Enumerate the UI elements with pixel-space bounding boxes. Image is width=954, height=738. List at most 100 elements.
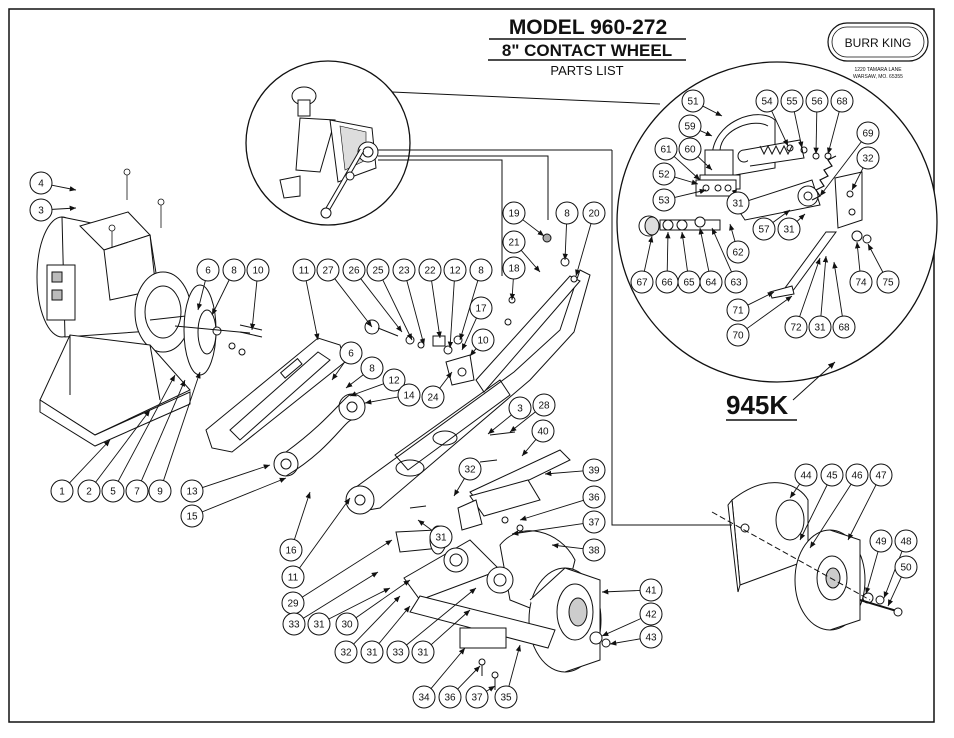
- callout-57: 57: [752, 209, 791, 241]
- title-block: MODEL 960-272 8" CONTACT WHEEL PARTS LIS…: [488, 16, 686, 78]
- callout-circle: [125, 479, 149, 503]
- callout-circle: [582, 485, 606, 509]
- callout-33: 33: [282, 571, 379, 636]
- motor-assembly: [36, 168, 263, 447]
- callout-leader: [601, 618, 642, 637]
- callout-circle: [699, 270, 723, 294]
- callout-number: 41: [645, 586, 657, 597]
- callout-number: 17: [475, 304, 487, 315]
- callout-circle: [316, 258, 340, 282]
- callout-8: 8: [345, 356, 384, 389]
- callout-leader: [430, 647, 466, 689]
- callout-number: 57: [758, 225, 770, 236]
- callout-14: 14: [364, 383, 421, 407]
- model-title: MODEL 960-272: [509, 16, 667, 39]
- brand-name: BURR KING: [845, 36, 912, 50]
- callout-circle: [808, 315, 832, 339]
- callout-leader: [562, 223, 568, 261]
- callout-number: 60: [684, 145, 696, 156]
- callout-35: 35: [494, 644, 521, 709]
- callout-leader: [487, 414, 512, 435]
- callout-leader: [544, 470, 584, 477]
- callout-leader: [431, 280, 442, 339]
- callout-leader: [643, 235, 654, 272]
- callout-10: 10: [246, 258, 270, 331]
- callout-leader: [674, 188, 707, 198]
- callout-number: 9: [157, 487, 163, 498]
- callout-number: 13: [186, 487, 198, 498]
- callout-circle: [726, 323, 750, 347]
- callout-leader: [854, 241, 861, 272]
- contact-wheel-assembly: [395, 431, 611, 690]
- callout-circle: [342, 258, 366, 282]
- callout-25: 25: [366, 258, 413, 341]
- callout-leader: [299, 497, 351, 569]
- callout-leader: [771, 110, 789, 147]
- callout-leader: [69, 439, 111, 484]
- callout-number: 71: [732, 306, 744, 317]
- brand-address-line1: 1220 TAMARA LANE: [854, 67, 902, 73]
- callout-number: 72: [790, 323, 802, 334]
- callout-circle: [392, 258, 416, 282]
- callout-number: 75: [882, 278, 894, 289]
- callout-circle: [777, 217, 801, 241]
- callout-leader: [711, 227, 732, 273]
- callout-number: 53: [658, 196, 670, 207]
- callout-number: 49: [875, 537, 887, 548]
- callout-circle: [678, 137, 702, 161]
- callout-number: 32: [862, 154, 874, 165]
- callout-circle: [282, 612, 306, 636]
- callout-number: 50: [900, 563, 912, 574]
- callout-38: 38: [551, 538, 606, 562]
- callout-leader: [305, 280, 320, 341]
- callout-leader: [609, 638, 641, 646]
- callout-leader: [360, 278, 403, 333]
- callout-circle: [531, 419, 555, 443]
- brand-logo-border: [827, 22, 929, 62]
- callout-51: 51: [681, 89, 723, 117]
- callout-leader: [511, 523, 584, 536]
- callout-32: 32: [453, 457, 482, 497]
- callout-leader: [789, 483, 801, 499]
- callout-31: 31: [417, 519, 453, 549]
- callout-number: 48: [900, 537, 912, 548]
- callout-7: 7: [125, 379, 186, 503]
- callout-70: 70: [726, 295, 793, 347]
- callout-leader: [457, 665, 481, 690]
- callout-11: 11: [292, 258, 320, 341]
- callout-circle: [360, 356, 384, 380]
- callout-4: 4: [29, 171, 77, 195]
- callout-leader: [699, 130, 713, 137]
- callout-leader: [702, 105, 723, 117]
- callout-number: 31: [417, 648, 429, 659]
- callout-circle: [869, 463, 893, 487]
- callout-circle: [339, 341, 363, 365]
- callout-37: 37: [511, 510, 606, 536]
- callout-number: 7: [134, 487, 140, 498]
- callout-8: 8: [211, 258, 246, 316]
- callout-34: 34: [412, 647, 466, 709]
- callout-number: 5: [110, 487, 116, 498]
- callout-leader: [334, 278, 373, 328]
- callout-19: 19: [502, 201, 545, 237]
- callout-3: 3: [29, 198, 77, 222]
- callout-number: 8: [478, 266, 484, 277]
- callout-71: 71: [726, 291, 775, 322]
- callout-59: 59: [678, 114, 713, 138]
- callout-number: 59: [684, 122, 696, 133]
- callout-61: 61: [654, 137, 701, 181]
- callout-circle: [805, 89, 829, 113]
- wheel-guard-assembly: [711, 482, 903, 631]
- callout-31: 31: [808, 255, 832, 339]
- callout-number: 33: [288, 620, 300, 631]
- callout-leader: [211, 279, 230, 316]
- callout-circle: [222, 258, 246, 282]
- callout-leader: [820, 255, 829, 317]
- callout-number: 37: [588, 518, 600, 529]
- callout-circle: [894, 529, 918, 553]
- callout-number: 69: [862, 129, 874, 140]
- callout-24: 24: [421, 371, 453, 409]
- callout-10: 10: [469, 328, 495, 357]
- callout-circle: [784, 315, 808, 339]
- callout-leader: [345, 374, 364, 389]
